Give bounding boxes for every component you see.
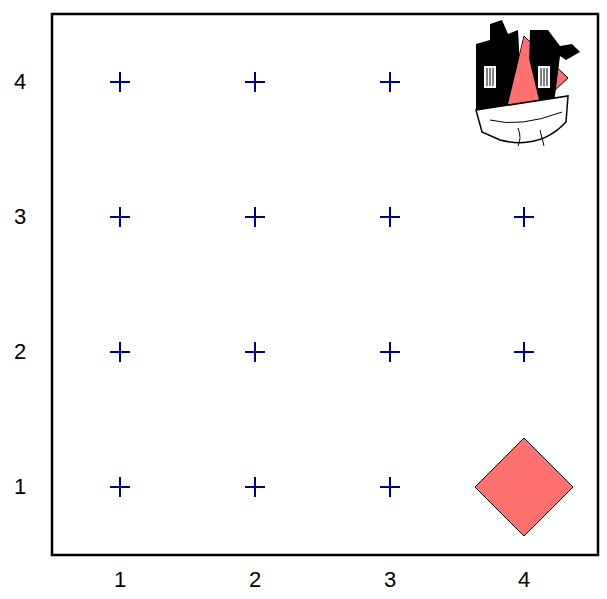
grid-marker xyxy=(380,72,400,92)
axis-label: 2 xyxy=(14,341,26,363)
grid-marker xyxy=(110,342,130,362)
world-border xyxy=(52,14,598,555)
grid-marker xyxy=(245,342,265,362)
grid-marker xyxy=(110,72,130,92)
grid-markers xyxy=(110,72,534,497)
grid-marker xyxy=(110,207,130,227)
grid-marker xyxy=(245,207,265,227)
axis-label: 1 xyxy=(114,569,126,591)
grid-marker xyxy=(514,342,534,362)
axis-label: 1 xyxy=(14,476,26,498)
goal-diamond xyxy=(475,438,573,536)
axis-label: 3 xyxy=(14,206,26,228)
grid-marker xyxy=(110,477,130,497)
axis-label: 4 xyxy=(518,569,530,591)
grid-marker xyxy=(380,477,400,497)
axis-label: 4 xyxy=(14,71,26,93)
robot-icon xyxy=(476,20,580,146)
grid-marker xyxy=(514,207,534,227)
grid-marker xyxy=(245,477,265,497)
grid-marker xyxy=(245,72,265,92)
axis-label: 3 xyxy=(384,569,396,591)
axis-label: 2 xyxy=(249,569,261,591)
grid-marker xyxy=(380,207,400,227)
grid-marker xyxy=(380,342,400,362)
